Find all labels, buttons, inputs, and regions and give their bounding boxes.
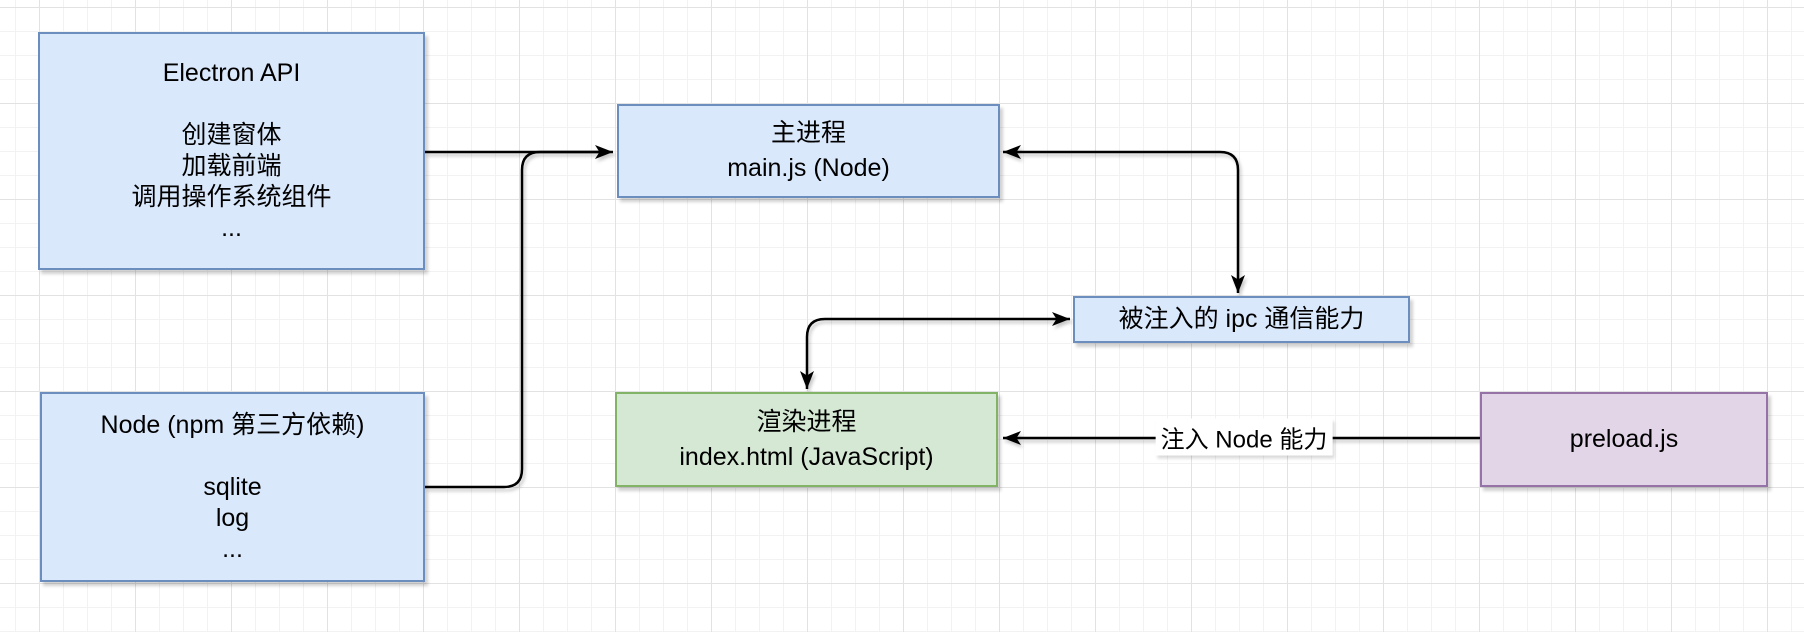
node-title: 被注入的 ipc 通信能力 xyxy=(1118,305,1365,333)
text-line: log xyxy=(215,503,250,532)
node-title: preload.js xyxy=(1569,425,1679,453)
node-title: 主进程 xyxy=(770,119,846,147)
node-ipc-bridge: 被注入的 ipc 通信能力 xyxy=(1073,296,1410,343)
text-line: ... xyxy=(221,214,242,242)
text-line: main.js (Node) xyxy=(727,154,890,182)
node-title: 渲染进程 xyxy=(756,407,857,436)
text-line: sqlite xyxy=(203,472,262,501)
text-line: 创建窗体 xyxy=(181,121,282,149)
node-main-process: 主进程 main.js (Node) xyxy=(617,104,1000,198)
node-electron-api: Electron API 创建窗体 加载前端 调用操作系统组件 ... xyxy=(38,32,425,270)
text-line: index.html (JavaScript) xyxy=(679,442,934,471)
edge-renderer-ipc-bidirectional xyxy=(800,312,1070,389)
text-line: 调用操作系统组件 xyxy=(131,183,332,211)
node-title: Node (npm 第三方依赖) xyxy=(100,410,365,439)
node-renderer-process: 渲染进程 index.html (JavaScript) xyxy=(615,392,998,487)
edge-node-deps-to-main-process xyxy=(425,150,600,489)
text-line: 加载前端 xyxy=(181,152,282,180)
node-title: Electron API xyxy=(162,59,301,87)
edge-label-inject-node: 注入 Node 能力 xyxy=(1155,418,1333,456)
text-line: ... xyxy=(222,534,243,563)
node-node-deps: Node (npm 第三方依赖) sqlite log ... xyxy=(40,392,425,582)
node-preload: preload.js xyxy=(1480,392,1768,487)
edge-main-process-ipc-bidirectional xyxy=(1003,145,1245,293)
